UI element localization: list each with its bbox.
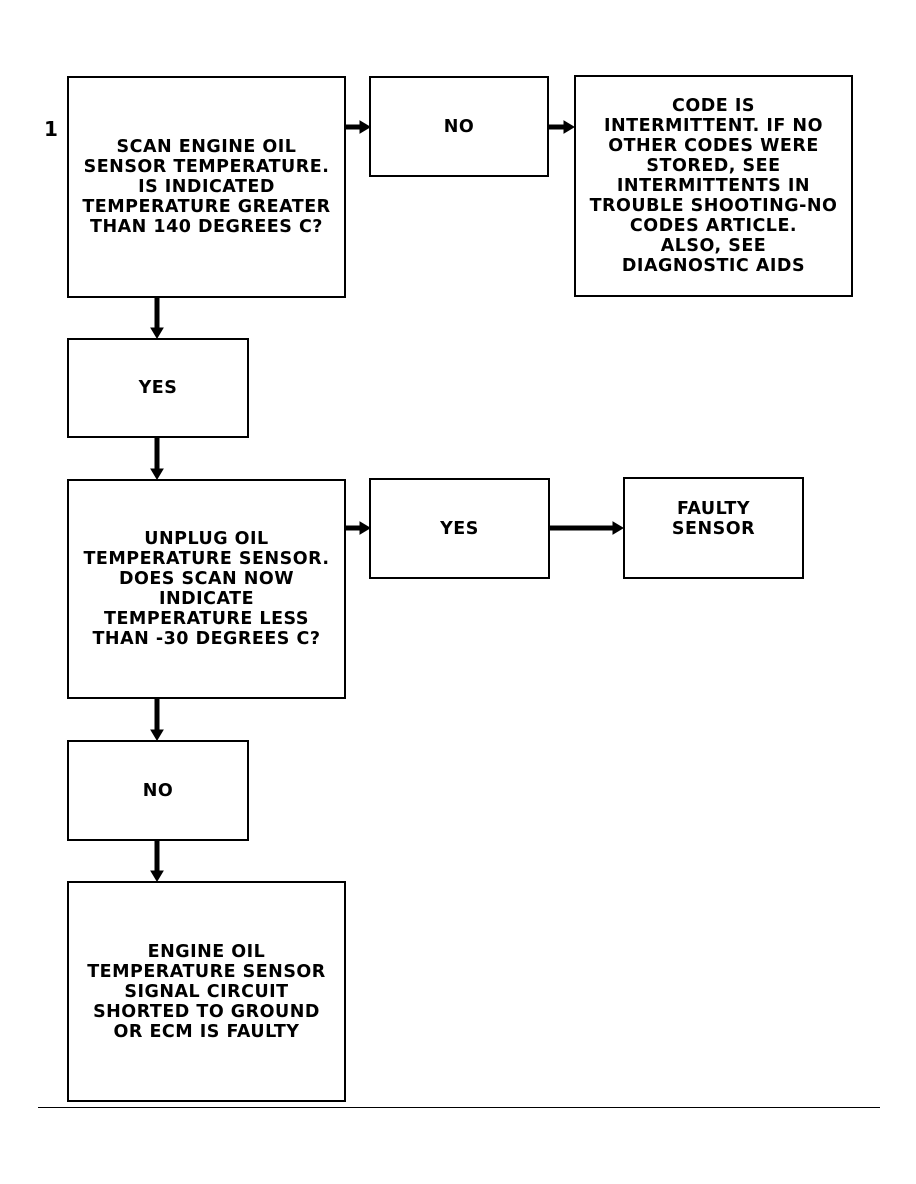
answer-yes-text-1: YES (138, 378, 178, 398)
arrowhead-yes-to-unplug (150, 468, 164, 480)
scan-temperature-question-box: SCAN ENGINE OIL SENSOR TEMPERATURE. IS I… (67, 76, 346, 298)
unplug-sensor-question-text: UNPLUG OIL TEMPERATURE SENSOR. DOES SCAN… (83, 529, 330, 649)
arrowhead-no-to-intermittent (563, 120, 575, 134)
arrowhead-yes-to-faulty-sensor (612, 521, 624, 535)
answer-no-box-1: NO (369, 76, 549, 177)
scan-temperature-question-text: SCAN ENGINE OIL SENSOR TEMPERATURE. IS I… (82, 137, 331, 237)
arrowhead-no-to-ecm-result (150, 870, 164, 882)
answer-no-text-2: NO (142, 780, 174, 801)
page-bottom-rule (38, 1107, 880, 1108)
arrowhead-unplug-to-no (150, 729, 164, 741)
ecm-faulty-result-box: ENGINE OIL TEMPERATURE SENSOR SIGNAL CIR… (67, 881, 346, 1102)
step-number: 1 (44, 117, 58, 141)
faulty-sensor-box: FAULTY SENSOR (623, 477, 804, 579)
answer-yes-box-1: YES (67, 338, 249, 438)
ecm-faulty-result-text: ENGINE OIL TEMPERATURE SENSOR SIGNAL CIR… (87, 941, 326, 1042)
arrowhead-scan-to-yes (150, 327, 164, 339)
arrowhead-scan-to-no (359, 120, 371, 134)
unplug-sensor-question-box: UNPLUG OIL TEMPERATURE SENSOR. DOES SCAN… (67, 479, 346, 699)
intermittent-code-text: CODE IS INTERMITTENT. IF NO OTHER CODES … (589, 96, 838, 276)
answer-no-text-1: NO (443, 116, 475, 137)
arrowhead-unplug-to-yes (359, 521, 371, 535)
intermittent-code-box: CODE IS INTERMITTENT. IF NO OTHER CODES … (574, 75, 853, 297)
answer-yes-box-2: YES (369, 478, 550, 579)
answer-no-box-2: NO (67, 740, 249, 841)
answer-yes-text-2: YES (440, 518, 479, 539)
faulty-sensor-text: FAULTY SENSOR (671, 499, 756, 539)
